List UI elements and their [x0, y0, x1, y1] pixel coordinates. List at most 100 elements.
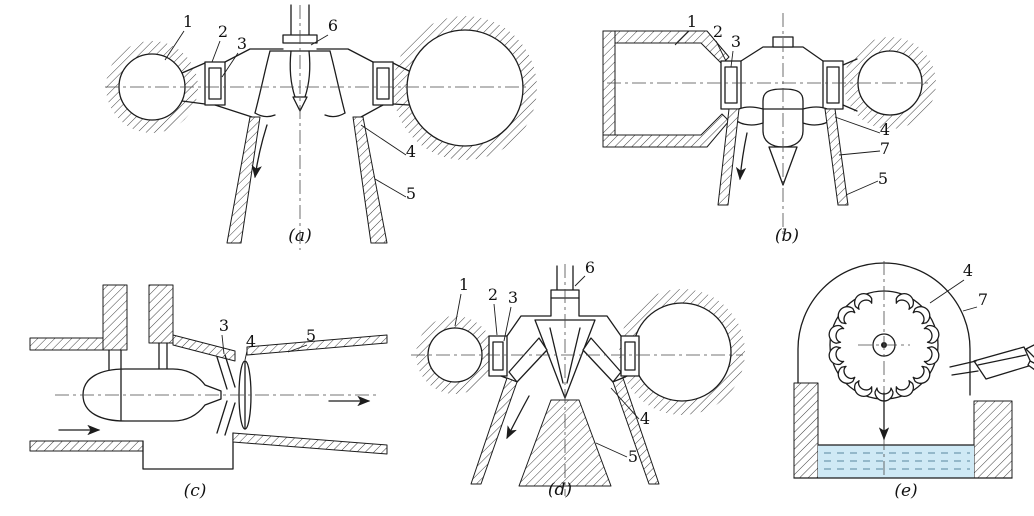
- draft-tube-throat: [214, 104, 384, 118]
- ceiling-left: [29, 337, 104, 351]
- casing-to-stay-ring-right: [392, 62, 410, 106]
- draft-tube-wall-right: [612, 377, 660, 485]
- guide-vane-left: [724, 66, 738, 104]
- head-cover: [224, 48, 374, 63]
- callout-2: 2: [713, 22, 723, 41]
- leader-5: [595, 442, 628, 458]
- leader-6: [310, 34, 329, 46]
- water-jet: [949, 360, 979, 376]
- nozzle-injector: [949, 344, 1034, 380]
- nozzle-handle-upper: [1025, 344, 1034, 358]
- nozzle-handle-lower: [1027, 360, 1034, 371]
- draft-tube-wall-left: [226, 116, 261, 244]
- draft-duct-bottom-wall: [232, 432, 388, 455]
- draft-duct-top-wall: [246, 334, 388, 356]
- leader-1: [674, 30, 690, 46]
- flow-arrow: [735, 132, 748, 181]
- intake-wall-top: [602, 30, 730, 65]
- callout-6: 6: [585, 258, 595, 277]
- callout-5: 5: [878, 169, 888, 188]
- leader-2: [211, 40, 221, 63]
- guide-vane-left: [492, 341, 504, 371]
- panel-c-bulb-turbine: 3 4 5 (c): [29, 284, 388, 501]
- guide-vane-right: [376, 67, 390, 100]
- guide-vanes: [216, 354, 236, 436]
- leader-4: [929, 279, 965, 304]
- panel-b-kaplan-turbine: 1 2 3 4 7 5 (b): [602, 12, 936, 246]
- leader-2: [493, 303, 498, 336]
- spiral-casing-section-right: [406, 29, 524, 147]
- leader-3: [221, 52, 239, 78]
- panel-d-diagonal-turbine: 1 2 3 6 4 5 (d): [411, 258, 745, 500]
- head-cover: [506, 297, 622, 337]
- callout-4: 4: [246, 332, 256, 351]
- caption-e: (e): [894, 481, 917, 501]
- caption-b: (b): [775, 226, 799, 246]
- callout-6: 6: [328, 16, 338, 35]
- leader-5: [845, 180, 879, 196]
- panel-a-francis-turbine: 1 2 3 6 4 5 (a): [105, 4, 537, 250]
- casing-section-right: [632, 302, 732, 402]
- stay-ring-to-casing: [842, 58, 858, 112]
- panel-e-pelton-wheel: 4 7 (e): [793, 261, 1034, 501]
- caption-c: (c): [184, 481, 207, 501]
- callout-3: 3: [508, 288, 518, 307]
- draft-tube-wall-left: [717, 108, 740, 206]
- callout-5: 5: [306, 326, 316, 345]
- callout-3: 3: [237, 34, 247, 53]
- callout-1: 1: [687, 12, 697, 31]
- leader-4: [244, 350, 248, 361]
- leader-3: [221, 334, 225, 355]
- leader-1: [164, 30, 185, 61]
- callout-3: 3: [219, 316, 229, 335]
- leader-5: [374, 178, 407, 198]
- guide-vane-right: [624, 341, 636, 371]
- callout-4: 4: [880, 120, 890, 139]
- draft-tube-wall-right: [824, 108, 849, 206]
- callout-1: 1: [459, 275, 469, 294]
- leader-7: [962, 306, 978, 312]
- leader-3: [503, 306, 512, 342]
- callout-3: 3: [731, 32, 741, 51]
- support-column: [148, 284, 174, 344]
- turbine-shaft: [290, 4, 310, 36]
- floor-left: [29, 440, 144, 452]
- francis-runner: [254, 50, 346, 118]
- callout-4: 4: [406, 142, 416, 161]
- caption-a: (a): [288, 226, 311, 246]
- callout-5: 5: [628, 447, 638, 466]
- leader-4: [834, 116, 881, 134]
- leader-7: [838, 150, 881, 156]
- head-cover: [740, 46, 824, 62]
- intake-wall-bottom: [602, 113, 730, 148]
- leader-3: [730, 50, 734, 68]
- leader-4: [610, 387, 640, 420]
- callout-4: 4: [963, 261, 973, 280]
- casing-to-stay-ring-left: [181, 62, 206, 105]
- callout-5: 5: [406, 184, 416, 203]
- callout-2: 2: [488, 285, 498, 304]
- callout-4: 4: [640, 409, 650, 428]
- flow-arrow: [251, 124, 268, 179]
- access-shaft-column: [102, 284, 128, 351]
- intake-wall-left: [602, 30, 616, 148]
- callout-1: 1: [183, 12, 193, 31]
- converging-ceiling: [172, 334, 236, 362]
- draft-tube-wall-right: [352, 116, 388, 244]
- leader-6: [574, 275, 586, 287]
- leader-5: [287, 344, 308, 353]
- draft-tube-wall-left: [470, 377, 518, 485]
- leader-2: [715, 40, 727, 62]
- runner-blade-left: [508, 337, 548, 383]
- guide-vane-right: [826, 66, 840, 104]
- tailrace-pier-right: [973, 400, 1013, 479]
- bulb-supports: [108, 342, 168, 371]
- callout-7: 7: [880, 139, 890, 158]
- runner-pit: [142, 432, 234, 470]
- flow-arrow: [506, 395, 530, 440]
- guide-vane-left: [208, 67, 222, 100]
- callout-7: 7: [978, 290, 988, 309]
- turbine-shaft: [556, 265, 574, 291]
- callout-2: 2: [218, 22, 228, 41]
